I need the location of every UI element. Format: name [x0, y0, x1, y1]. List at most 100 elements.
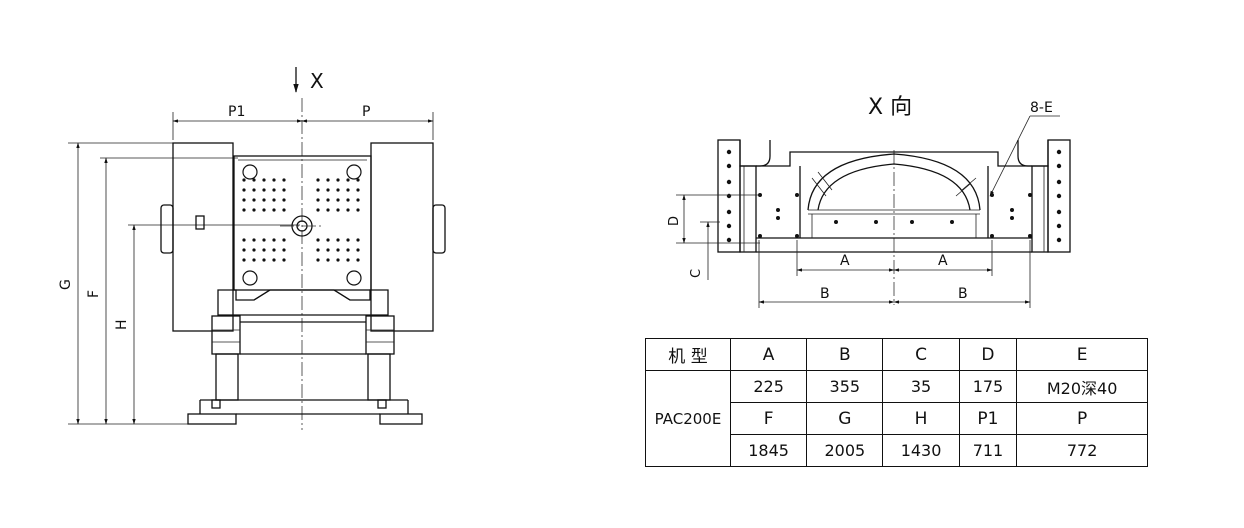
flange-bolt-hole — [1056, 209, 1062, 215]
platen-bolt-hole — [262, 198, 266, 202]
platen-bolt-hole — [282, 178, 286, 182]
platen-bolt-hole — [336, 238, 340, 242]
platen-bolt-hole — [316, 238, 320, 242]
platen-bolt-hole — [356, 188, 360, 192]
header-cell: P1 — [958, 402, 1018, 435]
platen-bolt-hole — [252, 188, 256, 192]
dim-label-g: G — [58, 279, 74, 290]
platen-bolt-hole — [262, 188, 266, 192]
body-bolt-hole — [776, 208, 780, 212]
platen-bolt-hole — [356, 178, 360, 182]
value-cell: 2005 — [806, 434, 884, 467]
x-direction-view-drawing: X 向 8-E D — [667, 95, 1071, 308]
platen-bolt-hole — [282, 188, 286, 192]
platen-bolt-hole — [346, 238, 350, 242]
platen-bolt-hole — [326, 208, 330, 212]
platen-bolt-hole — [252, 208, 256, 212]
left-column — [215, 353, 239, 401]
platen-bolt-hole — [262, 178, 266, 182]
flange-bolt-hole — [1056, 237, 1062, 243]
platen-bolt-hole — [346, 198, 350, 202]
platen-bolt-hole — [242, 178, 246, 182]
body-bolt-hole — [795, 193, 799, 197]
flange-bolt-hole — [726, 193, 732, 199]
dim-label-p1: P1 — [228, 104, 245, 120]
view-arrow-label: X — [310, 69, 324, 93]
platen-bolt-hole — [326, 238, 330, 242]
body-bolt-hole — [910, 220, 914, 224]
header-cell: G — [806, 402, 884, 435]
model-cell: PAC200E — [645, 370, 731, 467]
flange-bolt-holes — [726, 149, 1062, 243]
platen-bolt-hole — [326, 258, 330, 262]
platen-bolt-hole — [316, 248, 320, 252]
value-cell: 1430 — [882, 434, 960, 467]
model-header-cell: 机 型 — [645, 338, 731, 371]
hole-callout-leader — [989, 115, 1031, 197]
flange-bolt-hole — [1056, 179, 1062, 185]
platen-bolt-hole — [346, 208, 350, 212]
platen-bolt-hole — [346, 178, 350, 182]
body-bolt-hole — [795, 234, 799, 238]
flange-bolt-hole — [1056, 163, 1062, 169]
value-cell: 711 — [958, 434, 1018, 467]
flange-bolt-hole — [726, 209, 732, 215]
flange-bolt-hole — [726, 237, 732, 243]
platen-bolt-hole — [282, 258, 286, 262]
body-bolt-hole — [758, 234, 762, 238]
header-cell: A — [729, 338, 808, 371]
left-handle — [160, 204, 174, 254]
value-cell: 1845 — [729, 434, 808, 467]
header-cell: P — [1016, 402, 1148, 435]
left-inner-block — [739, 165, 757, 253]
flange-bolt-hole — [726, 163, 732, 169]
platen-bolt-hole — [356, 258, 360, 262]
left-column-top — [211, 315, 241, 355]
platen-bolt-hole — [336, 248, 340, 252]
platen-bolt-hole — [316, 258, 320, 262]
arch-outer — [807, 153, 981, 211]
body-bolt-hole — [990, 193, 994, 197]
header-cell: C — [882, 338, 960, 371]
header-cell: D — [958, 338, 1018, 371]
value-cell: M20深40 — [1016, 370, 1148, 403]
platen-bolt-hole — [356, 238, 360, 242]
table-row: 机 型 A B C D E — [645, 338, 1148, 371]
header-cell: E — [1016, 338, 1148, 371]
body-bolt-hole — [776, 216, 780, 220]
table-row: 1845 2005 1430 711 772 — [646, 434, 1148, 467]
right-column-top — [365, 315, 395, 355]
platen-bolt-hole — [282, 248, 286, 252]
platen-bolt-hole — [326, 248, 330, 252]
body-bolt-hole — [1010, 216, 1014, 220]
right-side-plate — [370, 142, 434, 332]
platen-bolt-hole — [336, 178, 340, 182]
spec-table: 机 型 A B C D E PAC200E 225 355 35 175 M20… — [645, 338, 1148, 467]
platen-bolt-hole — [346, 248, 350, 252]
flange-bolt-hole — [1056, 223, 1062, 229]
dim-label-h: H — [114, 319, 130, 330]
flange-bolt-hole — [726, 223, 732, 229]
hole-callout: 8-E — [1030, 100, 1053, 116]
header-cell: F — [729, 402, 808, 435]
dim-label-f: F — [86, 290, 102, 298]
platen-bolt-hole — [282, 238, 286, 242]
platen-bolt-hole — [242, 248, 246, 252]
platen-bolt-hole — [336, 258, 340, 262]
platen-bolt-hole — [252, 238, 256, 242]
platen-hole — [346, 164, 362, 180]
platen-bolt-hole — [326, 178, 330, 182]
platen-bolt-hole — [262, 238, 266, 242]
table-row: F G H P1 P — [646, 402, 1148, 435]
platen-bolt-hole — [272, 188, 276, 192]
platen-bolt-hole — [272, 248, 276, 252]
platen — [233, 155, 372, 291]
dim-label-p: P — [362, 104, 370, 120]
front-view-drawing: X P1 P G F H — [58, 67, 446, 430]
body-bolt-hole — [874, 220, 878, 224]
platen-bolt-hole — [316, 198, 320, 202]
left-side-plate — [172, 142, 234, 332]
platen-bolt-hole — [356, 208, 360, 212]
platen-bolt-hole — [326, 188, 330, 192]
body-bolt-hole — [1028, 234, 1032, 238]
